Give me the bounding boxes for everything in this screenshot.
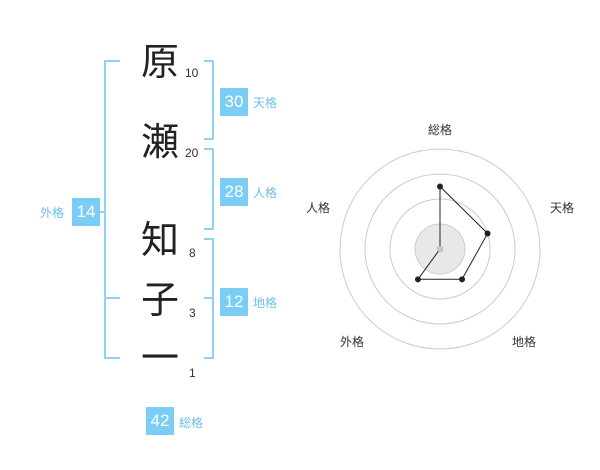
radar-axis-label-soukaku: 総格 [428, 122, 452, 137]
chikaku-bracket-top [204, 238, 214, 240]
gaikaku-bracket-divider [104, 297, 120, 299]
gaikaku-bracket-vertical [104, 60, 106, 359]
radar-ring-4 [339, 148, 541, 350]
radar-point-0 [437, 183, 443, 190]
tenkaku-value: 30 [220, 88, 248, 116]
jinkaku-bracket-vertical [212, 148, 214, 230]
soukaku-label: 総格 [179, 416, 204, 430]
tenkaku-label: 天格 [253, 96, 278, 110]
name-char-4: 子 [141, 278, 180, 322]
chikaku-bracket-bottom [204, 357, 214, 359]
radar-axis-label-tenkaku: 天格 [550, 200, 574, 215]
stroke-count-1: 10 [185, 66, 199, 80]
chikaku-label: 地格 [253, 296, 278, 310]
stroke-count-4: 3 [189, 306, 196, 320]
chikaku-value: 12 [220, 288, 248, 316]
tenkaku-bracket-bottom [204, 138, 214, 140]
gaikaku-bracket-bottom [104, 357, 120, 359]
radar-polygon [417, 185, 489, 280]
radar-ring-3 [364, 173, 516, 325]
radar-point-2 [459, 276, 466, 283]
gaikaku-value: 14 [72, 198, 100, 226]
tenkaku-bracket-top [204, 60, 214, 62]
gaikaku-bracket-top [104, 60, 120, 62]
radar-point-3 [414, 276, 421, 283]
radar-axis-label-jinkaku: 人格 [306, 200, 330, 215]
tenkaku-bracket-vertical [212, 60, 214, 140]
jinkaku-value: 28 [220, 178, 248, 206]
name-char-3: 知 [141, 218, 180, 262]
radar-center-dot [437, 246, 443, 252]
stroke-count-2: 20 [185, 146, 199, 160]
gaikaku-label: 外格 [40, 206, 65, 220]
radar-shape [414, 183, 491, 283]
chikaku-bracket-divider [204, 297, 214, 299]
name-char-5: 一 [141, 336, 180, 380]
jinkaku-bracket-top [204, 148, 214, 150]
jinkaku-bracket-bottom [204, 228, 214, 230]
radar-axis-label-chikaku: 地格 [512, 334, 536, 349]
soukaku-value: 42 [146, 407, 174, 435]
name-char-2: 瀬 [141, 120, 180, 164]
gaikaku-bracket-stub [96, 211, 105, 213]
stroke-count-5: 1 [189, 366, 196, 380]
stroke-count-3: 8 [189, 246, 196, 260]
name-char-1: 原 [141, 40, 180, 84]
radar-axis-label-gaikaku: 外格 [340, 334, 364, 349]
jinkaku-label: 人格 [253, 186, 278, 200]
radar-point-1 [484, 230, 491, 237]
